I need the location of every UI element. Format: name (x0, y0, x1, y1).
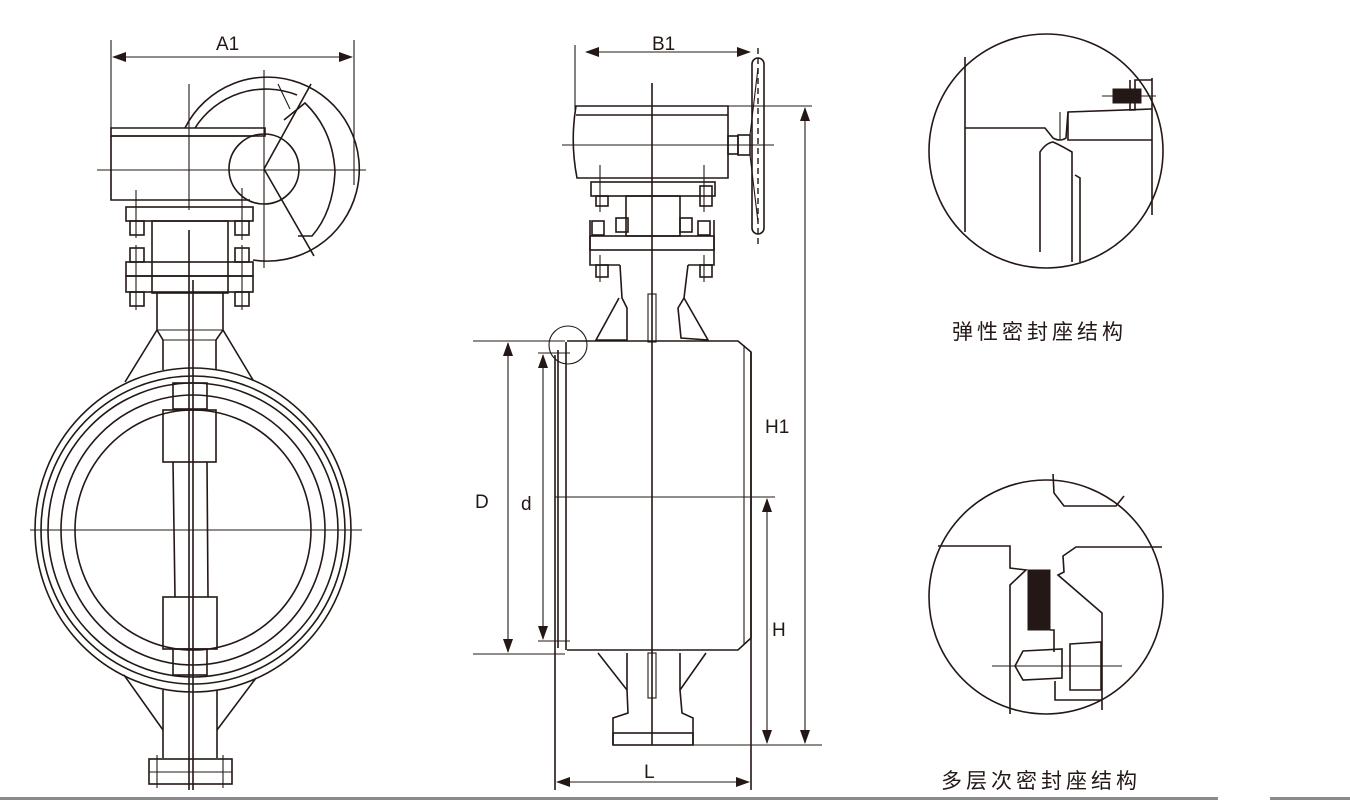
side-bottom (597, 652, 822, 746)
dimension-d-inner: d (521, 352, 570, 642)
dimension-h1: H1 (765, 107, 810, 744)
side-gearbox (562, 48, 812, 245)
front-view: A1 (30, 34, 366, 790)
label-d-inner: d (521, 494, 532, 515)
valve-body-rings (30, 367, 362, 693)
dimension-h: H (762, 498, 786, 744)
handwheel (184, 70, 361, 268)
label-a1: A1 (216, 34, 239, 55)
gearbox (97, 84, 366, 210)
label-l: L (644, 762, 655, 783)
dimension-l: L (556, 762, 750, 787)
dimension-b1: B1 (574, 34, 751, 110)
dimension-d: D (473, 340, 565, 655)
label-b1: B1 (652, 34, 675, 55)
label-d-outer: D (475, 492, 489, 513)
valve-stem (123, 230, 257, 790)
label-h1: H1 (765, 417, 789, 438)
bottom-rule-left (0, 797, 1218, 800)
detail-multilayer-seal (928, 473, 1164, 715)
side-body (548, 83, 775, 790)
bottom-rule-right (1270, 797, 1350, 800)
valve-neck (124, 293, 254, 383)
caption-elastic-seal: 弹性密封座结构 (952, 320, 1127, 344)
caption-multilayer-seal: 多层次密封座结构 (941, 769, 1141, 793)
side-view: B1 (473, 34, 822, 790)
label-h: H (772, 620, 786, 641)
detail-elastic-seal (928, 33, 1164, 269)
